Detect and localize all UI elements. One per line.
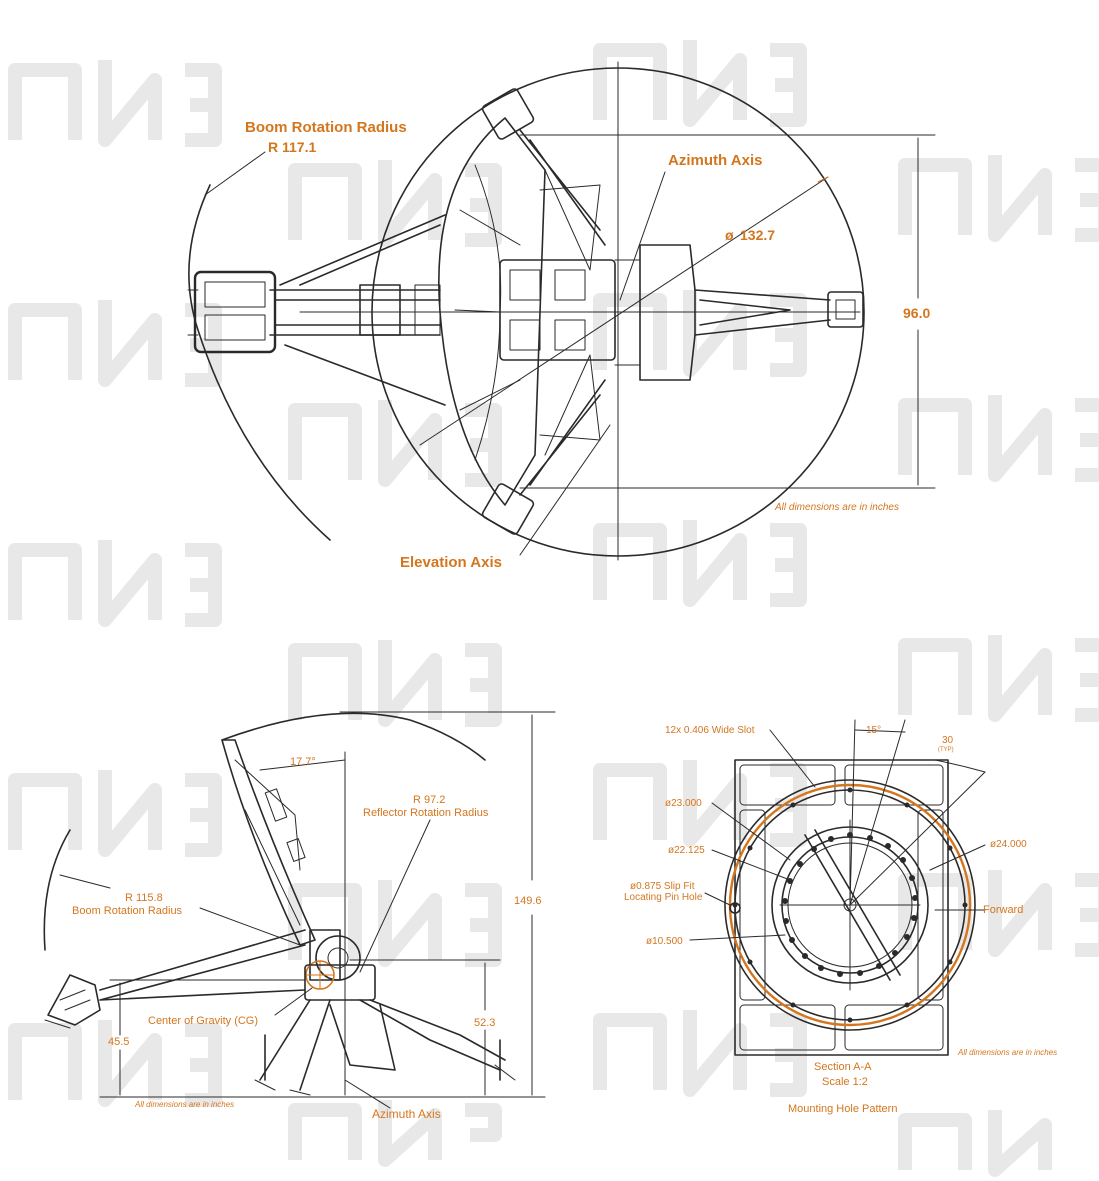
tripod xyxy=(259,999,506,1091)
scale-label: Scale 1:2 xyxy=(822,1076,868,1088)
height-149-value: 149.6 xyxy=(514,895,542,907)
d22-label: ø22.125 xyxy=(668,845,705,856)
height-45-value: 45.5 xyxy=(108,1036,129,1048)
angle-15-label: 15° xyxy=(866,725,881,736)
side-reflector xyxy=(221,739,316,946)
locating-pin-hole xyxy=(729,902,741,914)
cg-label: Center of Gravity (CG) xyxy=(148,1015,258,1027)
reflector-radius-label: Reflector Rotation Radius xyxy=(363,807,489,819)
reflector-dish xyxy=(438,117,546,506)
bottom-feed-mount xyxy=(481,483,535,535)
watermark-logo-pattern xyxy=(8,40,1099,1177)
boom-rotation-arc-side xyxy=(43,829,71,951)
side-boom-head xyxy=(47,974,101,1026)
boom-radius-side-label: Boom Rotation Radius xyxy=(72,905,183,917)
elevation-axis-label: Elevation Axis xyxy=(400,554,502,571)
mount-view: 12x 0.406 Wide Slot 15° 30 (TYP) ø23.000… xyxy=(624,719,1057,1115)
height-96-value: 96.0 xyxy=(903,305,930,321)
diameter-symbol: ø xyxy=(725,227,734,243)
top-feed-mount xyxy=(481,88,535,140)
section-label: Section A-A xyxy=(814,1061,872,1073)
height-52-value: 52.3 xyxy=(474,1017,495,1029)
angle-30-typ: (TYP) xyxy=(938,747,954,753)
boom-head xyxy=(193,270,277,354)
rear-counterweight xyxy=(827,291,864,328)
top-units-note: All dimensions are in inches xyxy=(774,502,899,513)
slot-label: 12x 0.406 Wide Slot xyxy=(665,725,755,736)
elevation-axis-leader xyxy=(519,424,611,556)
top-view: Boom Rotation Radius R 117.1 Azimuth Axi… xyxy=(187,61,936,571)
angle-17-label: 17.7° xyxy=(290,756,316,768)
mount-units-note: All dimensions are in inches xyxy=(957,1048,1057,1057)
azimuth-base xyxy=(304,964,376,1001)
d24-label: ø24.000 xyxy=(990,839,1027,850)
d23-label: ø23.000 xyxy=(665,798,702,809)
outer-ring-24 xyxy=(724,779,976,1031)
side-units-note: All dimensions are in inches xyxy=(134,1100,234,1109)
pin-label-line2: Locating Pin Hole xyxy=(624,892,703,903)
angle-30-label: 30 xyxy=(942,735,954,746)
forward-label: Forward xyxy=(983,904,1023,916)
diameter-leader xyxy=(419,176,829,446)
mount-title: Mounting Hole Pattern xyxy=(788,1103,897,1115)
gimbal-assembly xyxy=(499,259,616,361)
boom-radius-value: R 117.1 xyxy=(268,139,316,155)
boom-radius-leader xyxy=(204,151,266,196)
d10-label: ø10.500 xyxy=(646,936,683,947)
boom-radius-side-value: R 115.8 xyxy=(125,892,163,904)
pin-label-line1: ø0.875 Slip Fit xyxy=(630,881,695,892)
diameter-value: 132.7 xyxy=(740,227,775,243)
side-view: 17.7° R 97.2 Reflector Rotation Radius R… xyxy=(43,711,556,1121)
reflector-rotation-arc xyxy=(221,712,486,761)
slot-holes xyxy=(732,787,968,1023)
azimuth-axis-leader xyxy=(619,171,666,301)
reflector-radius-value: R 97.2 xyxy=(413,794,445,806)
side-azimuth-axis-label: Azimuth Axis xyxy=(372,1107,441,1121)
azimuth-axis-label: Azimuth Axis xyxy=(668,152,762,169)
boom-rotation-radius-label: Boom Rotation Radius xyxy=(245,119,407,136)
boom-rotation-arc xyxy=(188,184,331,541)
